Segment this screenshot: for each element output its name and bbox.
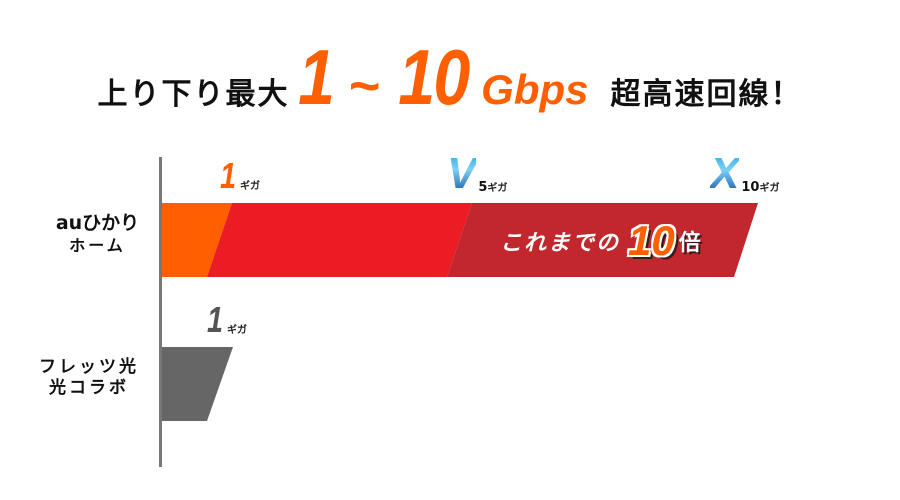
- v-logo-icon: V: [447, 149, 477, 198]
- callout-multiplier: 10: [628, 217, 675, 264]
- marker-au-5g-unit: ギガ: [487, 183, 508, 194]
- callout-text: これまでの: [500, 231, 621, 256]
- marker-au-1g-unit: ギガ: [240, 181, 261, 192]
- marker-au-1g: 1 ギガ: [218, 158, 260, 194]
- marker-flets-1g-unit: ギガ: [227, 325, 248, 336]
- marker-flets-1g: 1 ギガ: [205, 302, 247, 338]
- headline-tilde: ~: [348, 56, 381, 116]
- bar-au-10g-segment: [447, 203, 758, 277]
- marker-au-1g-value: 1: [220, 155, 237, 196]
- headline-prefix: 上り下り最大: [97, 77, 290, 112]
- marker-au-10g-value: 10: [741, 180, 760, 195]
- marker-flets-1g-value: 1: [207, 299, 224, 340]
- y-axis-line: [159, 157, 162, 467]
- marker-au-10g-unit: ギガ: [759, 183, 780, 194]
- row-label-au-line2: ホーム: [69, 235, 126, 255]
- headline-unit: Gbps: [481, 66, 589, 113]
- bar-au-1g-segment: [161, 203, 232, 277]
- marker-au-10g: X 10 ギガ: [710, 152, 779, 196]
- bar-au-5g-segment: [207, 203, 472, 277]
- row-label-flets-line1: フレッツ光: [39, 357, 139, 377]
- x-logo-icon: X: [710, 149, 740, 198]
- headline-min-speed: 1: [298, 33, 336, 121]
- headline-suffix: 超高速回線！: [610, 77, 803, 112]
- row-label-flets-line2: 光コラボ: [49, 378, 129, 399]
- headline: 上り下り最大 1 ~ 10 Gbps 超高速回線！: [0, 32, 900, 122]
- marker-au-5g: V 5 ギガ: [447, 152, 507, 196]
- row-label-au-line1: auひかり: [55, 212, 140, 234]
- callout-suffix: 倍: [678, 231, 701, 256]
- headline-max-speed: 10: [398, 33, 471, 121]
- bar-flets-1g: [161, 347, 233, 421]
- row-label-au-hikari: auひかり ホーム: [40, 212, 155, 256]
- row-label-flets: フレッツ光 光コラボ: [24, 357, 154, 400]
- callout-10x: これまでの 10 倍: [500, 213, 701, 269]
- marker-au-5g-value: 5: [478, 180, 488, 195]
